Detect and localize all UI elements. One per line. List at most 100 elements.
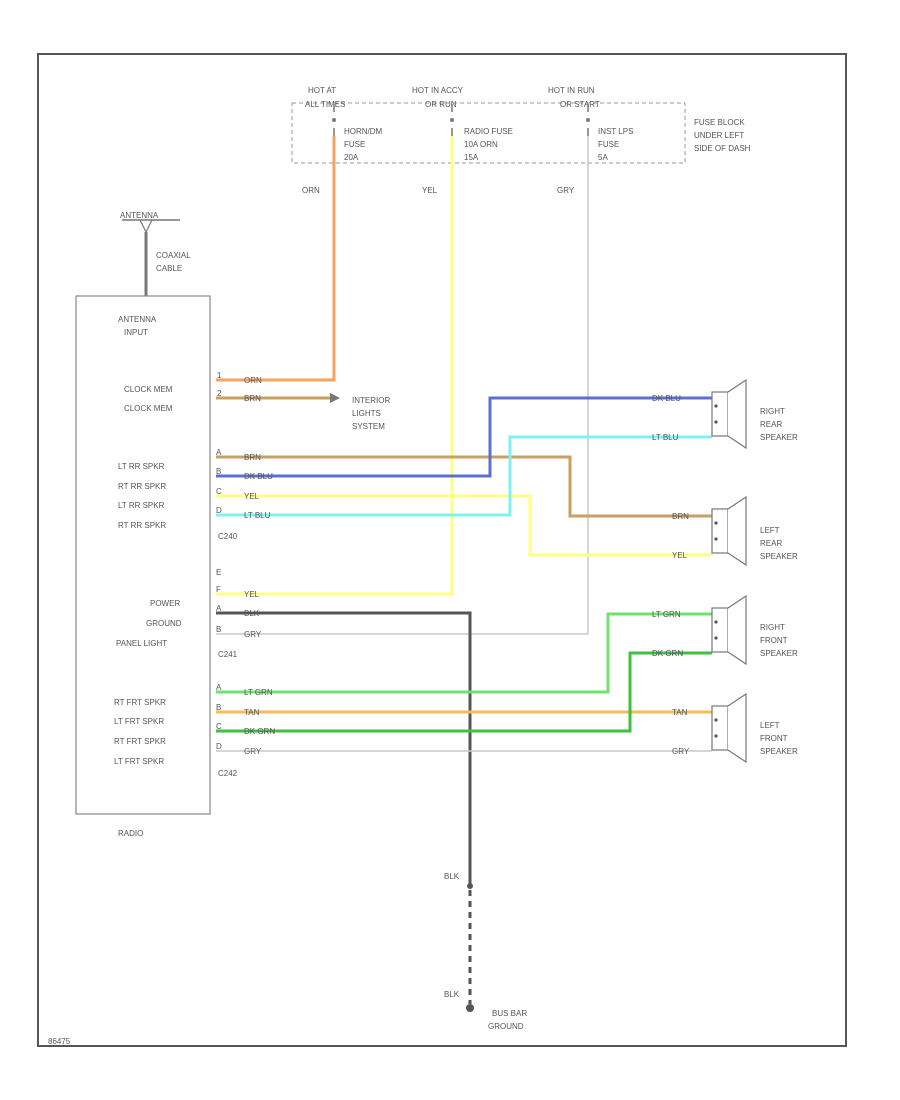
fuse-3-name: INST LPS — [598, 127, 633, 136]
pin-rear-d: D — [216, 506, 222, 515]
speaker-right-front-line1: RIGHT — [760, 623, 785, 632]
wire-label-brn: BRN — [244, 394, 261, 403]
wire-gray-panel — [216, 136, 589, 635]
radio-label-rear-3: LT RR SPKR — [118, 501, 165, 510]
speaker-right-rear-line1: RIGHT — [760, 407, 785, 416]
hot-label-1-line1: HOT AT — [308, 86, 336, 95]
wire-label-panel: GRY — [244, 630, 262, 639]
wires — [216, 136, 712, 886]
interior-lights-line1: INTERIOR — [352, 396, 390, 405]
wire-label-rs-6: DK GRN — [652, 649, 683, 658]
speaker-right-front-line2: FRONT — [760, 636, 788, 645]
wire-ltblue-rear — [216, 435, 712, 517]
fuse-3-type: FUSE — [598, 140, 619, 149]
wire-dkblue-rear — [216, 396, 712, 478]
coaxial-cable-line2: CABLE — [156, 264, 182, 273]
hot-label-3-line1: HOT IN RUN — [548, 86, 595, 95]
antenna-input-line2: INPUT — [124, 328, 148, 337]
speaker-left-rear-cone — [727, 495, 747, 567]
fuse-3-rating: 5A — [598, 153, 608, 162]
speaker-left-front-line1: LEFT — [760, 721, 780, 730]
wire-label-rs-2: LT BLU — [652, 433, 679, 442]
wire-label-rs-7: TAN — [672, 708, 688, 717]
wire-label-front-2: TAN — [244, 708, 260, 717]
pin-front-b: B — [216, 703, 221, 712]
antenna-input-line1: ANTENNA — [118, 315, 157, 324]
wire-ltgreen-front — [216, 612, 712, 694]
fuse-1-type: FUSE — [344, 140, 365, 149]
pin-front-c: C — [216, 722, 222, 731]
speaker-terminal — [714, 420, 718, 424]
radio-label-clock-mem-2: CLOCK MEM — [124, 404, 173, 413]
hot-label-3-line2: OR START — [560, 100, 600, 109]
radio-label-front-4: LT FRT SPKR — [114, 757, 164, 766]
wire-label-rear-1: BRN — [244, 453, 261, 462]
wire-label-ground: BLK — [244, 609, 260, 618]
pin-front-d: D — [216, 742, 222, 751]
fuse-1-name: HORN/DM — [344, 127, 383, 136]
speaker-right-rear-line2: REAR — [760, 420, 782, 429]
speaker-right-front: RIGHT FRONT SPEAKER — [711, 594, 798, 666]
interior-lights-arrow — [330, 393, 340, 403]
pin-power-a: A — [216, 604, 222, 613]
wire-label-front-4: GRY — [244, 747, 262, 756]
fuse-1-dot — [332, 118, 336, 122]
wire-orange — [216, 136, 336, 382]
radio-label-power: POWER — [150, 599, 180, 608]
connector-c240: C240 — [218, 532, 238, 541]
wire-label-power: YEL — [244, 590, 260, 599]
radio-label-rear-2: RT RR SPKR — [118, 482, 166, 491]
pin-power-f: F — [216, 585, 221, 594]
interior-lights-line3: SYSTEM — [352, 422, 385, 431]
radio-box — [75, 295, 211, 815]
interior-lights-line2: LIGHTS — [352, 409, 381, 418]
speaker-right-front-magnet — [711, 607, 729, 653]
ground-wire-label-1: BLK — [444, 872, 460, 881]
radio-label-front-1: RT FRT SPKR — [114, 698, 166, 707]
antenna: ANTENNA COAXIAL CABLE — [120, 211, 191, 296]
speaker-left-rear-line1: LEFT — [760, 526, 780, 535]
fuse-3-dot — [586, 118, 590, 122]
pin-clock-1: 1 — [217, 371, 222, 380]
speaker-left-rear-line2: REAR — [760, 539, 782, 548]
fuse-2-wire-color: YEL — [422, 186, 438, 195]
hot-label-1-line2: ALL TIMES — [305, 100, 345, 109]
wire-labels-right: DK BLU LT BLU BRN YEL LT GRN DK GRN TAN … — [652, 394, 690, 756]
radio-label-clock-mem-1: CLOCK MEM — [124, 385, 173, 394]
speaker-right-rear: RIGHT REAR SPEAKER — [711, 378, 798, 450]
speaker-right-rear-magnet — [711, 391, 729, 437]
ground-wire-label-2: BLK — [444, 990, 460, 999]
speaker-left-rear-line3: SPEAKER — [760, 552, 798, 561]
radio-label-rear-4: RT RR SPKR — [118, 521, 166, 530]
bus-bar-ground-line1: BUS BAR — [492, 1009, 527, 1018]
wire-label-rear-4: LT BLU — [244, 511, 271, 520]
wire-label-rear-3: YEL — [244, 492, 260, 501]
pin-power-b: B — [216, 625, 221, 634]
ground-circuit: BLK BLK BUS BAR GROUND — [444, 872, 527, 1031]
speaker-left-rear-magnet — [711, 508, 729, 554]
fuse-block-location-line3: SIDE OF DASH — [694, 144, 751, 153]
pin-rear-b: B — [216, 467, 221, 476]
speaker-left-rear: LEFT REAR SPEAKER — [711, 495, 798, 567]
speaker-left-front: LEFT FRONT SPEAKER — [711, 692, 798, 764]
radio-label-front-3: RT FRT SPKR — [114, 737, 166, 746]
coaxial-cable-line1: COAXIAL — [156, 251, 191, 260]
connector-c242: C242 — [218, 769, 238, 778]
antenna-label: ANTENNA — [120, 211, 159, 220]
wire-label-rs-5: LT GRN — [652, 610, 681, 619]
pin-power-e: E — [216, 568, 221, 577]
speaker-right-rear-cone — [727, 378, 747, 450]
wire-label-orn: ORN — [244, 376, 262, 385]
pin-clock-2: 2 — [217, 389, 222, 398]
pin-rear-c: C — [216, 487, 222, 496]
fuse-1-rating: 20A — [344, 153, 359, 162]
speaker-terminal — [714, 734, 718, 738]
antenna-icon — [139, 219, 153, 234]
wire-brown-rear — [216, 455, 712, 518]
wire-label-front-1: LT GRN — [244, 688, 273, 697]
pin-rear-a: A — [216, 448, 222, 457]
wire-label-rs-1: DK BLU — [652, 394, 681, 403]
radio-name: RADIO — [118, 829, 143, 838]
fuse-2-name: RADIO FUSE — [464, 127, 513, 136]
speaker-left-front-magnet — [711, 705, 729, 751]
